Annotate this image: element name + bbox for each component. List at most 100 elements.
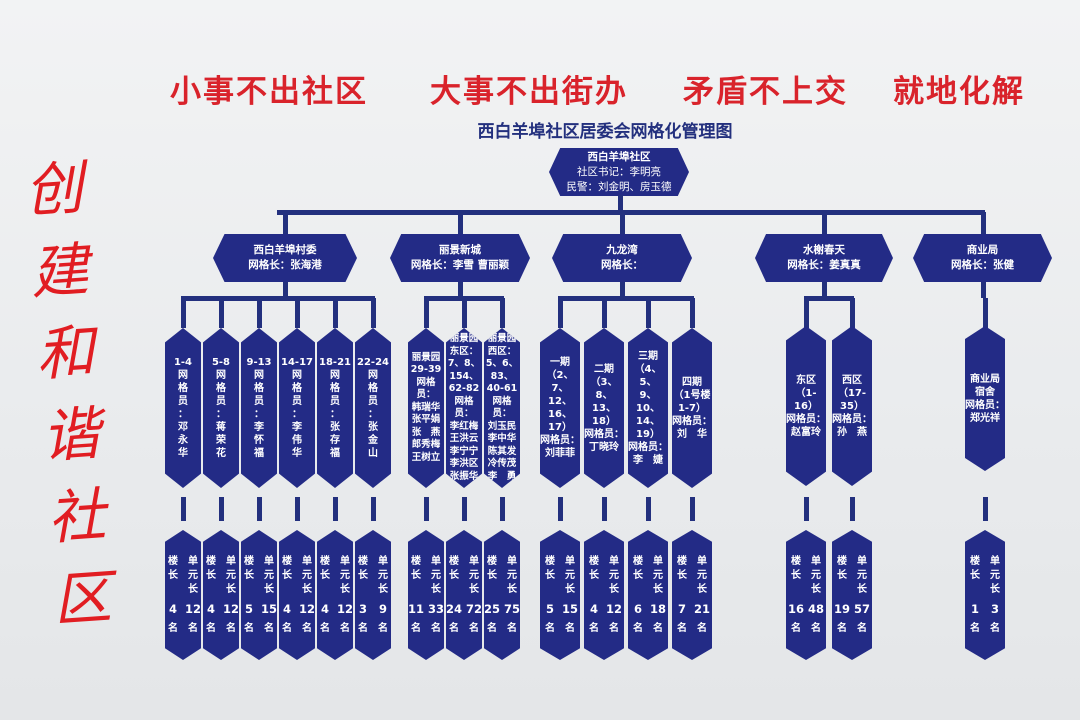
connector-line [620,212,625,234]
unit-heads-count: 15 [261,602,278,616]
group-node: 丽景新城网格长：李雪 曹丽颖 [390,234,530,282]
unit-heads-label: 单 元 长 [507,556,517,595]
group-node: 商业局网格长：张健 [913,234,1052,282]
connector-line [620,282,625,298]
unit-heads-count: 57 [854,602,871,616]
unit-heads-count: 75 [504,602,521,616]
building-heads-label: 楼 长 [449,556,459,581]
count-suffix: 名 [358,623,368,634]
slogan-banner: 小事不出社区 大事不出街办 矛盾不上交 就地化解 [0,66,1080,110]
root-secretary: 社区书记：李明亮 [577,165,661,178]
building-heads-column: 楼 长 24 名 [446,555,463,635]
connector-line [646,497,651,521]
group-leader: 网格长：李雪 曹丽颖 [410,259,510,271]
connector-line [424,298,429,328]
unit-heads-count: 12 [185,602,202,616]
unit-heads-label: 单 元 长 [340,556,350,595]
grid-member-node: 1-4 网 格 员 ： 邓 永 华 [165,328,201,488]
connector-line [500,298,505,328]
connector-line [980,282,986,298]
count-suffix: 名 [449,623,459,634]
connector-line [181,296,375,301]
unit-heads-count: 15 [562,602,579,616]
connector-line [558,497,563,521]
connector-line [181,298,186,328]
calligraphy-slogan: 创 建 和 谐 社 区 [11,146,125,642]
count-suffix: 名 [545,623,555,634]
unit-heads-count: 21 [694,602,711,616]
callig-char: 创 [22,153,86,226]
count-suffix: 名 [411,623,421,634]
count-suffix: 名 [633,623,643,634]
unit-heads-label: 单 元 长 [226,556,236,595]
count-suffix: 名 [469,623,479,634]
connector-line [295,298,300,328]
group-name: 丽景新城 [439,244,481,256]
root-node: 西白羊埠社区 社区书记：李明亮 民警：刘金明、房玉德 [549,148,689,196]
building-heads-label: 楼 长 [320,556,330,581]
unit-heads-label: 单 元 长 [857,556,867,595]
unit-heads-label: 单 元 长 [431,556,441,595]
connector-line [371,298,376,328]
slogan-3: 矛盾不上交 [683,74,848,110]
building-heads-label: 楼 长 [791,556,801,581]
connector-line [277,210,985,215]
group-node: 九龙湾网格长： [552,234,692,282]
root-name: 西白羊埠社区 [587,150,651,163]
building-heads-count: 16 [788,602,805,616]
count-suffix: 名 [990,623,1000,634]
grid-member-node: 14-17 网 格 员 ： 李 伟 华 [279,328,315,488]
unit-heads-column: 单 元 长 57 名 [854,555,871,635]
unit-heads-label: 单 元 长 [188,556,198,595]
count-suffix: 名 [609,623,619,634]
grid-member-node: 丽景园 东区： 7、8、 154、 62-82 网格员： 李红梅 王洪云 李宁宁… [446,328,482,488]
grid-member-node: 四期 （1号楼 1-7） 网格员： 刘 华 [672,328,712,488]
building-heads-count: 5 [545,602,554,616]
count-suffix: 名 [857,623,867,634]
callig-char: 谐 [39,398,103,471]
slogan-4: 就地化解 [893,74,1025,110]
unit-heads-count: 12 [337,602,354,616]
building-heads-label: 楼 长 [282,556,292,581]
grid-member-node: 18-21 网 格 员 ： 张 存 福 [317,328,353,488]
building-heads-count: 25 [484,602,501,616]
building-heads-count: 19 [834,602,851,616]
count-suffix: 名 [302,623,312,634]
count-suffix: 名 [378,623,388,634]
count-suffix: 名 [507,623,517,634]
unit-heads-count: 33 [428,602,445,616]
building-heads-label: 楼 长 [589,556,599,581]
connector-line [283,212,288,234]
grid-member-node: 丽景园 29-39 网格员： 韩瑞华 张平娟 张 燕 郎秀梅 王树立 [408,328,444,488]
connector-line [602,298,607,328]
connector-line [219,298,224,328]
grid-member-node: 一期 （2、7、 12、16、 17） 网格员： 刘菲菲 [540,328,580,488]
building-heads-label: 楼 长 [411,556,421,581]
building-heads-count: 24 [446,602,463,616]
connector-line [500,497,505,521]
connector-line [181,497,186,521]
building-heads-count: 4 [282,602,291,616]
chart-title: 西白羊埠社区居委会网格化管理图 [477,122,733,142]
group-node: 水榭春天网格长：姜真真 [755,234,893,282]
group-name: 九龙湾 [606,244,638,256]
